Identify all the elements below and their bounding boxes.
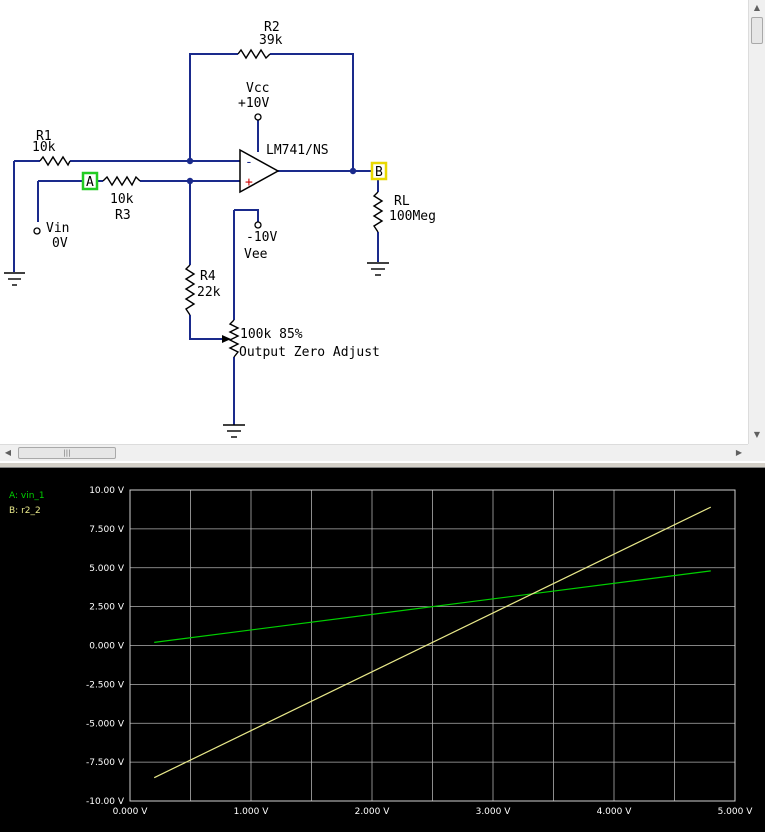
y-tick-label: 0.000 V (89, 642, 125, 652)
scroll-down-arrow-icon[interactable]: ▼ (753, 430, 761, 439)
rl-value: 100Meg (389, 209, 436, 224)
r3-value: 10k (110, 192, 134, 207)
scope-panel: A: vin_1 B: r2_2 10.00 V 7.500 V 5.000 V 2.… (0, 468, 765, 832)
x-tick-label: 5.000 V (718, 807, 754, 817)
ground-symbols (4, 262, 389, 438)
r3-name: R3 (115, 208, 131, 223)
vertical-scroll-thumb[interactable] (751, 17, 763, 44)
horizontal-scrollbar[interactable]: ◀ ||| ▶ (0, 444, 748, 461)
vee-name: Vee (244, 247, 268, 262)
y-tick-label: 2.500 V (89, 603, 125, 613)
probe-a-label: A (86, 175, 94, 190)
series-line-b (153, 506, 712, 779)
schematic-canvas[interactable]: - + A B R1 10k R2 39k 10k R3 R4 22k RL 1… (0, 0, 765, 462)
vertical-scrollbar[interactable]: ▲ ▼ (748, 0, 765, 444)
r1-value: 10k (32, 140, 56, 155)
circuit-wires (13, 53, 379, 425)
series-line-a (154, 570, 711, 643)
y-tick-label: -10.00 V (86, 797, 125, 807)
r1-name: R1 (36, 129, 52, 144)
vin-value: 0V (52, 236, 68, 251)
x-tick-label: 2.000 V (355, 807, 391, 817)
vin-name: Vin (46, 221, 69, 236)
r2-name: R2 (264, 20, 280, 35)
pot-label: Output Zero Adjust (239, 345, 380, 360)
scrollbar-corner (748, 444, 765, 461)
x-tick-label: 4.000 V (597, 807, 633, 817)
scroll-left-arrow-icon[interactable]: ◀ (4, 448, 12, 457)
horizontal-scroll-thumb[interactable]: ||| (18, 447, 116, 459)
pot-value: 100k 85% (240, 327, 303, 342)
x-tick-label: 0.000 V (113, 807, 149, 817)
vcc-name: Vcc (246, 81, 269, 96)
y-tick-label: -7.500 V (86, 758, 125, 768)
scroll-up-arrow-icon[interactable]: ▲ (753, 3, 761, 12)
scope-plot: 10.00 V 7.500 V 5.000 V 2.500 V 0.000 V -2.50… (86, 486, 754, 817)
probe-b-marker[interactable] (370, 161, 388, 181)
legend-entry-a: A: vin_1 (9, 491, 45, 501)
x-tick-label: 1.000 V (234, 807, 270, 817)
y-tick-label: 5.000 V (89, 564, 125, 574)
junction-dots (186, 157, 357, 185)
vee-value: -10V (246, 230, 277, 245)
rl-name: RL (394, 194, 410, 209)
probe-b-label: B (375, 165, 383, 180)
scroll-right-arrow-icon[interactable]: ▶ (735, 448, 743, 457)
r2-value: 39k (259, 33, 283, 48)
opamp-symbol[interactable] (239, 148, 280, 194)
y-tick-label: 7.500 V (89, 525, 125, 535)
opamp-plus-label: + (245, 175, 253, 190)
legend-entry-b: B: r2_2 (9, 506, 41, 516)
y-tick-label: 10.00 V (89, 486, 125, 496)
plot-frame (129, 489, 736, 802)
opamp-model-label: LM741/NS (266, 143, 329, 158)
pane-splitter[interactable] (0, 462, 765, 468)
x-tick-label: 3.000 V (476, 807, 512, 817)
terminal-pins (33, 113, 262, 235)
opamp-minus-label: - (245, 155, 253, 170)
y-tick-label: -2.500 V (86, 680, 125, 690)
resistor-symbols (39, 48, 384, 358)
probe-a-marker[interactable] (81, 171, 99, 191)
pot-wiper-arrow (222, 335, 231, 343)
y-tick-label: -5.000 V (86, 719, 125, 729)
vcc-value: +10V (238, 96, 269, 111)
r4-name: R4 (200, 269, 216, 284)
r4-value: 22k (197, 285, 221, 300)
